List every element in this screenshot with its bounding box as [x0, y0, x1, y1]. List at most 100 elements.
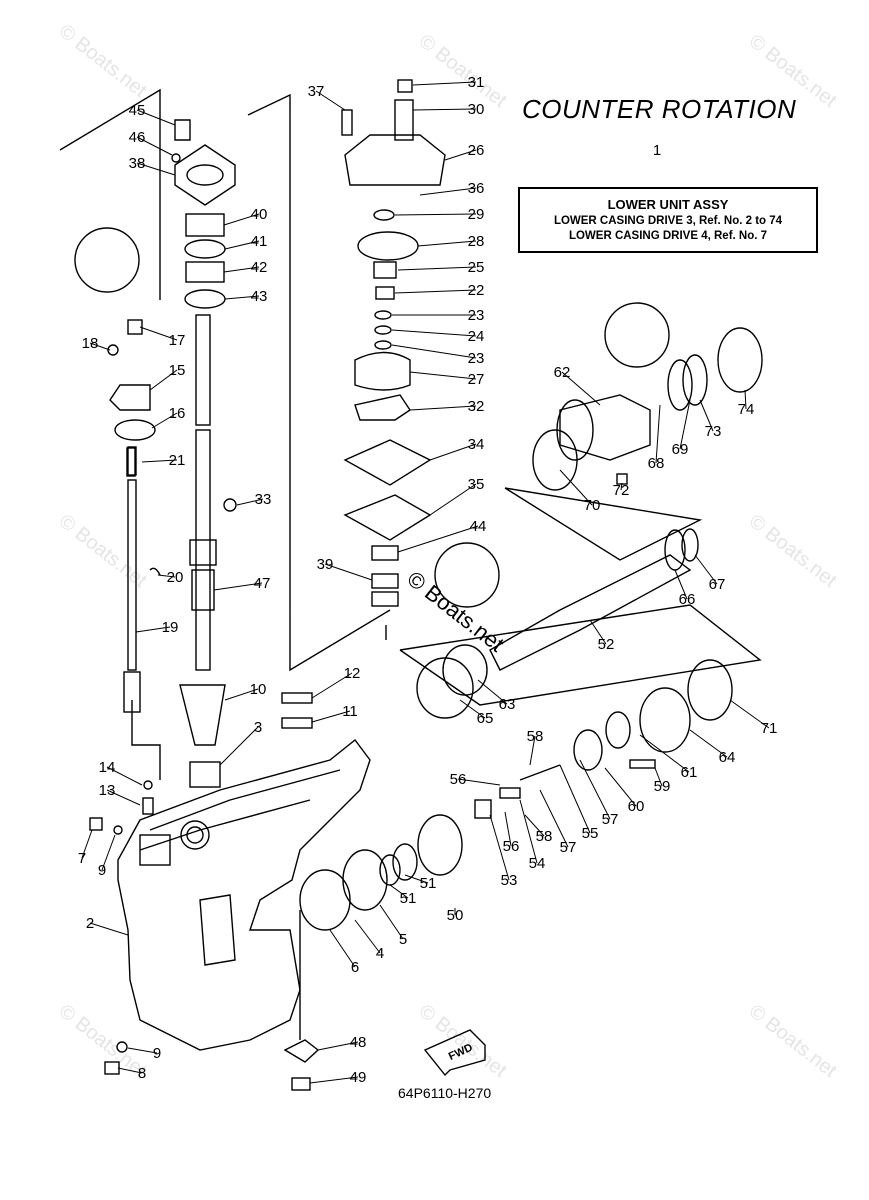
- part-callout-39: 39: [317, 556, 334, 573]
- leader-line-11: [311, 710, 351, 723]
- assembly-line-1: LOWER CASING DRIVE 3, Ref. No. 2 to 74: [553, 215, 783, 227]
- part-callout-55: 55: [582, 825, 599, 842]
- leader-line-29: [394, 213, 477, 216]
- leader-line-21: [141, 459, 178, 463]
- detail-circle-mid: [434, 542, 500, 608]
- leader-line-16: [151, 412, 178, 429]
- part-callout-68: 68: [648, 455, 665, 472]
- leader-line-30: [412, 108, 477, 111]
- leader-line-31: [412, 81, 477, 86]
- diagram-title: COUNTER ROTATION: [522, 94, 797, 124]
- part-callout-54: 54: [529, 855, 546, 872]
- leader-line-38: [136, 162, 176, 176]
- frame-line-frontgear-box: [399, 604, 762, 706]
- part-callout-5: 5: [399, 931, 407, 948]
- leader-line-70: [559, 469, 593, 506]
- leader-line-13: [106, 789, 141, 806]
- part-callout-2: 2: [86, 915, 94, 932]
- leader-line-53: [489, 814, 510, 881]
- bearing-housing-38: [174, 144, 236, 206]
- part-callout-37: 37: [308, 83, 325, 100]
- part-callout-32: 32: [468, 398, 485, 415]
- leader-line-40: [223, 213, 260, 226]
- leader-line-56b: [504, 811, 512, 847]
- part-callout-66: 66: [679, 591, 696, 608]
- pinion-48: [283, 1039, 320, 1063]
- part-callout-29: 29: [468, 206, 485, 223]
- leader-line-18: [89, 342, 111, 351]
- detail-circle-right: [604, 302, 670, 368]
- part-callout-36: 36: [468, 180, 485, 197]
- part-callout-62: 62: [554, 364, 571, 381]
- part-callout-48: 48: [350, 1034, 367, 1051]
- leader-line-61: [639, 734, 690, 773]
- assembly-ref-number: 1: [653, 142, 661, 159]
- part-callout-64: 64: [719, 749, 736, 766]
- leader-line-72: [620, 482, 623, 491]
- leader-line-6: [329, 929, 356, 968]
- part-callout-69: 69: [672, 441, 689, 458]
- part-callout-53: 53: [501, 872, 518, 889]
- part-callout-24: 24: [468, 328, 485, 345]
- leader-line-52: [589, 619, 607, 645]
- impeller-32: [354, 394, 411, 421]
- part-callout-61: 61: [681, 764, 698, 781]
- part-callout-6: 6: [351, 959, 359, 976]
- part-callout-14: 14: [99, 759, 116, 776]
- leader-line-26: [444, 149, 477, 161]
- leader-line-73: [699, 399, 714, 432]
- leader-line-51: [404, 874, 429, 884]
- part-callout-4: 4: [376, 945, 384, 962]
- assembly-header: LOWER UNIT ASSY: [607, 197, 729, 212]
- leader-line-34: [429, 443, 477, 461]
- part-callout-26: 26: [468, 142, 485, 159]
- part-callout-3: 3: [254, 719, 262, 736]
- leader-line-19: [135, 626, 171, 633]
- outer-plate-34: [343, 439, 432, 486]
- part-callout-23: 23: [468, 307, 485, 324]
- leader-line-24: [391, 329, 477, 337]
- leader-line-10: [224, 688, 259, 701]
- leader-line-55: [559, 764, 591, 834]
- leader-line-44: [397, 525, 479, 553]
- leader-line-43: [224, 295, 260, 300]
- leader-line-4: [354, 919, 381, 954]
- part-callout-40: 40: [251, 206, 268, 223]
- leader-line-63: [477, 679, 508, 705]
- part-callout-7: 7: [78, 850, 86, 867]
- part-callout-46: 46: [129, 129, 146, 146]
- part-callout-25: 25: [468, 259, 485, 276]
- part-callout-56b: 56: [503, 838, 520, 855]
- part-callout-51: 51: [420, 875, 437, 892]
- leader-line-5: [379, 904, 404, 940]
- leader-line-33: [236, 498, 264, 506]
- part-callout-28: 28: [468, 233, 485, 250]
- pinion-bearing-10: [179, 684, 226, 746]
- part-callout-45: 45: [129, 102, 146, 119]
- part-callout-71: 71: [761, 720, 778, 737]
- part-callout-47: 47: [254, 575, 271, 592]
- leader-line-36: [419, 187, 477, 196]
- assembly-note-box: LOWER UNIT ASSY LOWER CASING DRIVE 3, Re…: [518, 187, 818, 253]
- leader-line-41: [224, 240, 260, 250]
- leader-line-60: [604, 767, 637, 807]
- part-callout-10: 10: [250, 681, 267, 698]
- part-callout-67: 67: [709, 576, 726, 593]
- part-callout-57b: 57: [560, 839, 577, 856]
- leader-line-68: [655, 404, 661, 464]
- leader-line-59: [654, 767, 663, 787]
- leader-line-12: [311, 672, 353, 699]
- leader-line-69: [679, 399, 691, 450]
- part-callout-57: 57: [602, 811, 619, 828]
- part-callout-43: 43: [251, 288, 268, 305]
- leader-line-74: [744, 389, 747, 410]
- assembly-line-2: LOWER CASING DRIVE 4, Ref. No. 7: [568, 230, 768, 242]
- part-callout-15: 15: [169, 362, 186, 379]
- shift-cam-15: [109, 384, 151, 411]
- leader-line-9: [101, 834, 116, 871]
- part-callout-70: 70: [584, 497, 601, 514]
- part-callout-19: 19: [162, 619, 179, 636]
- leader-line-71: [729, 699, 770, 729]
- leader-line-39: [324, 563, 373, 581]
